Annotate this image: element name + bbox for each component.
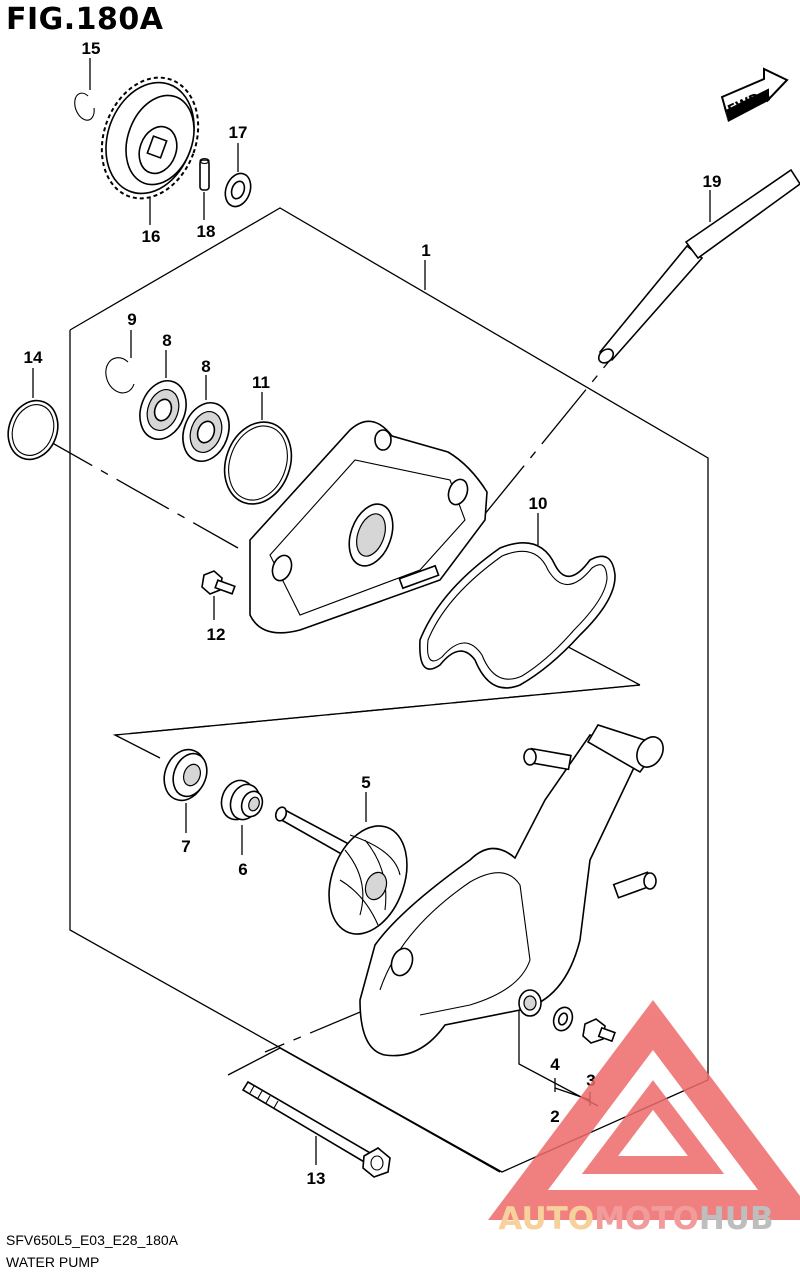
- part-1-pump-cover: [249, 420, 488, 634]
- label-part-11: 11: [252, 373, 270, 392]
- figure-caption: WATER PUMP: [6, 1254, 100, 1270]
- label-part-19: 19: [703, 172, 722, 191]
- part-4-washer: [552, 1006, 574, 1032]
- label-part-6: 6: [238, 860, 247, 879]
- label-part-12: 12: [207, 625, 226, 644]
- fwd-arrow-badge: FWD: [720, 67, 789, 122]
- part-8-bearing-b: [182, 375, 230, 462]
- part-7-seal: [163, 748, 208, 833]
- label-part-10: 10: [529, 494, 548, 513]
- watermark-moto: MOTO: [594, 1201, 699, 1237]
- label-part-2: 2: [550, 1107, 559, 1126]
- watermark-logo: AUTOMOTOHUB: [488, 1000, 800, 1237]
- label-part-13: 13: [307, 1169, 326, 1188]
- label-part-16: 16: [142, 227, 161, 246]
- figure-title: FIG.180A: [6, 2, 164, 37]
- label-part-14: 14: [24, 348, 43, 367]
- part-17-washer: [224, 143, 252, 208]
- label-part-7: 7: [181, 837, 190, 856]
- label-part-15: 15: [82, 39, 101, 58]
- part-number-labels: 1 2 3 4 5 6 7 8 8 9 10 11 12 13 14 15 16…: [24, 39, 722, 1188]
- label-part-5: 5: [361, 773, 370, 792]
- part-9-circlip: [105, 330, 135, 394]
- part-15-circlip: [74, 58, 95, 121]
- drawing-code: SFV650L5_E03_E28_180A: [6, 1232, 179, 1248]
- watermark-hub: HUB: [699, 1201, 774, 1237]
- part-12-bolt: [201, 570, 236, 620]
- part-1-pump-body: [359, 724, 664, 1057]
- part-6-mechanical-seal: [220, 779, 264, 855]
- watermark-triangle-inner-icon: [581, 1080, 725, 1174]
- label-part-17: 17: [229, 123, 248, 142]
- part-8-bearing-a: [139, 350, 187, 440]
- label-part-8b: 8: [201, 357, 210, 376]
- label-part-4: 4: [550, 1055, 560, 1074]
- part-11-o-ring: [223, 392, 293, 505]
- part-19-hose: [597, 168, 800, 364]
- part-18-pin: [199, 157, 210, 220]
- part-16-gear: [100, 76, 200, 225]
- watermark-triangle-icon: [488, 1000, 800, 1220]
- watermark-brand: AUTOMOTOHUB: [498, 1201, 773, 1237]
- label-part-1: 1: [421, 241, 430, 260]
- part-10-gasket: [419, 513, 616, 689]
- watermark-auto: AUTO: [498, 1201, 594, 1237]
- label-part-18: 18: [197, 222, 216, 241]
- part-3-bolt: [582, 1018, 616, 1044]
- part-13-long-bolt: [241, 1080, 391, 1178]
- label-part-9: 9: [127, 310, 136, 329]
- part-5-impeller-shaft: [274, 792, 408, 935]
- label-part-8a: 8: [162, 331, 171, 350]
- label-part-3: 3: [586, 1071, 595, 1090]
- part-14-o-ring: [7, 368, 59, 461]
